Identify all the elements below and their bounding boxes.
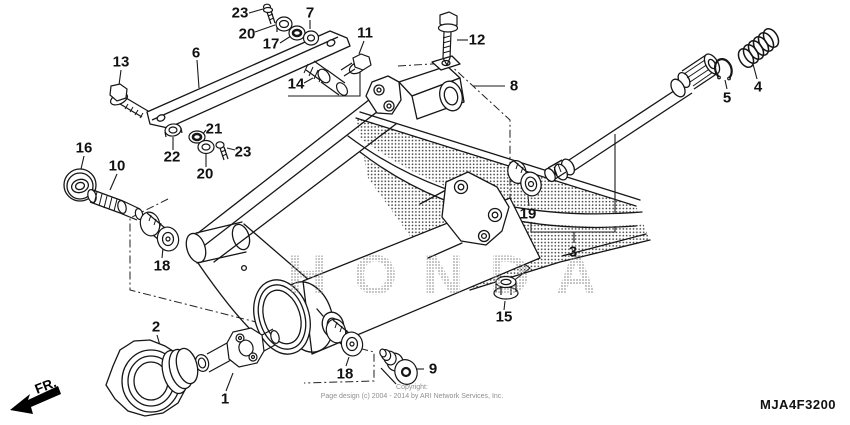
callout-22[interactable]: 22 — [163, 148, 181, 166]
callout-6[interactable]: 6 — [191, 44, 201, 62]
bearing-18-bottom — [325, 318, 364, 357]
callout-23[interactable]: 23 — [231, 4, 249, 22]
callout-11[interactable]: 11 — [357, 24, 373, 42]
callout-7[interactable]: 7 — [305, 4, 315, 22]
fr-direction-arrow: FR. — [10, 375, 61, 414]
callout-3[interactable]: 3 — [568, 243, 578, 261]
brace-rod — [146, 30, 351, 129]
callout-15[interactable]: 15 — [495, 308, 513, 326]
fr-label: FR. — [33, 375, 59, 397]
copyright-notice: Copyright: Page design (c) 2004 - 2014 b… — [212, 384, 612, 402]
callout-8[interactable]: 8 — [509, 77, 519, 95]
bolt-11 — [340, 53, 372, 77]
boot-collar — [105, 339, 199, 417]
bearing-18-left — [139, 211, 180, 252]
honda-watermark: HONDA — [287, 243, 622, 306]
diagram-code: MJA4F3200 — [760, 397, 837, 412]
adjuster-bolt-10 — [87, 189, 144, 221]
bolt-13 — [109, 83, 149, 119]
driveshaft — [544, 53, 721, 183]
copyright-line1: Copyright: — [396, 384, 428, 391]
callout-17[interactable]: 17 — [262, 35, 280, 53]
callout-21[interactable]: 21 — [205, 120, 223, 138]
swingarm — [185, 55, 651, 355]
callout-23[interactable]: 23 — [234, 143, 252, 161]
callout-9[interactable]: 9 — [428, 360, 438, 378]
callout-4[interactable]: 4 — [753, 78, 763, 96]
callout-2[interactable]: 2 — [151, 318, 161, 336]
universal-joint — [194, 327, 280, 373]
callout-12[interactable]: 12 — [468, 31, 486, 49]
callout-5[interactable]: 5 — [722, 89, 732, 107]
callout-18[interactable]: 18 — [336, 365, 354, 383]
bearing-19 — [507, 160, 542, 197]
callout-16[interactable]: 16 — [75, 139, 93, 157]
fasteners-top-row — [262, 3, 320, 46]
callout-19[interactable]: 19 — [519, 205, 537, 223]
callout-14[interactable]: 14 — [287, 75, 305, 93]
circlip-5 — [713, 58, 733, 81]
callout-10[interactable]: 10 — [108, 157, 126, 175]
callout-13[interactable]: 13 — [112, 53, 130, 71]
spline-joint-14 — [303, 60, 349, 96]
bolt-12 — [437, 11, 459, 67]
callout-20[interactable]: 20 — [196, 165, 214, 183]
callout-1[interactable]: 1 — [220, 390, 230, 408]
callout-18[interactable]: 18 — [153, 257, 171, 275]
spring-4 — [737, 28, 780, 68]
plug-9 — [379, 348, 418, 385]
nut-15 — [493, 275, 519, 300]
fasteners-mid-row — [164, 123, 229, 161]
copyright-line2: Page design (c) 2004 - 2014 by ARI Netwo… — [320, 392, 504, 400]
callout-20[interactable]: 20 — [238, 25, 256, 43]
